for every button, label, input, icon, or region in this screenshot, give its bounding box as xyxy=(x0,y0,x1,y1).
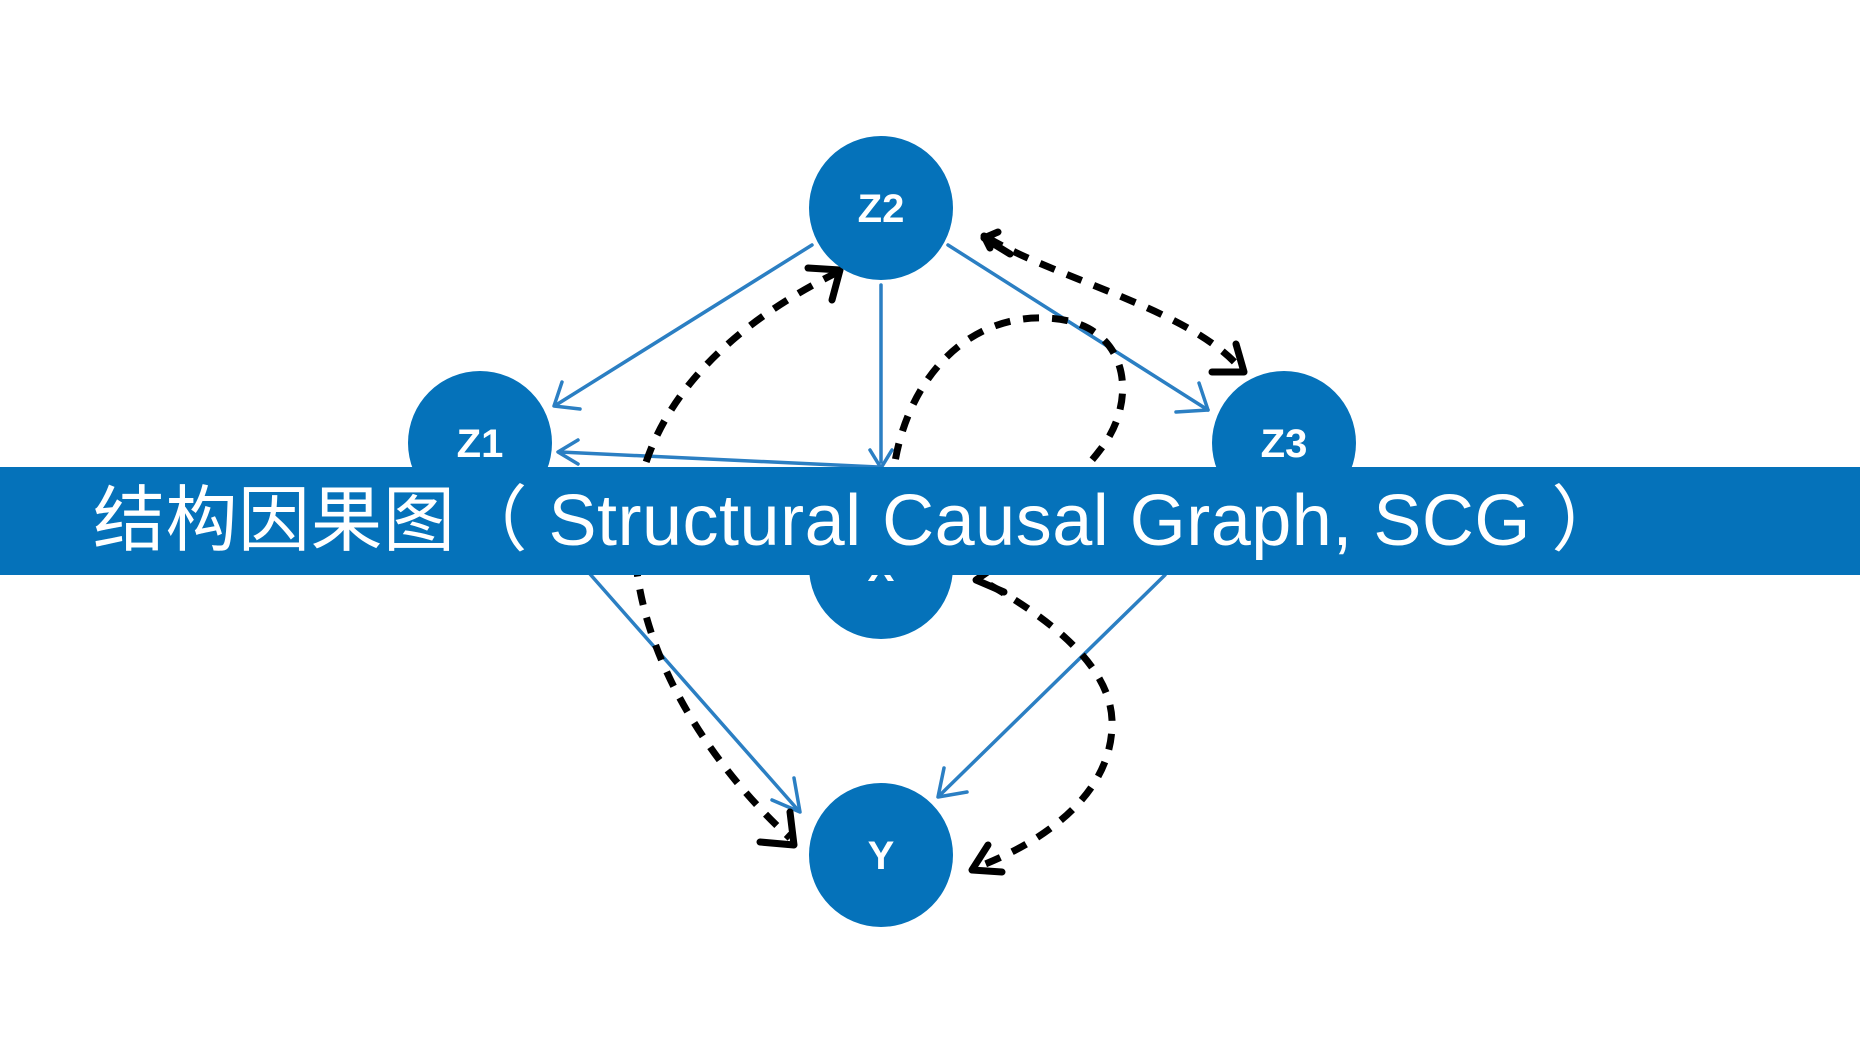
node-z1-label: Z1 xyxy=(457,422,504,466)
edge-x-to-z1 xyxy=(556,438,880,469)
edge-z2-to-x xyxy=(868,283,894,470)
edge-z2-to-z3 xyxy=(946,243,1210,414)
node-z3-label: Z3 xyxy=(1261,422,1308,466)
edge-z1-to-y xyxy=(558,538,802,814)
node-z2-label: Z2 xyxy=(858,187,905,231)
node-z2: Z2 xyxy=(809,136,953,280)
edge-z2-to-z1 xyxy=(552,243,814,411)
edge-z3-to-y xyxy=(936,573,1167,799)
directed-edges xyxy=(552,243,1210,814)
banner-title: 结构因果图（ Structural Causal Graph, SCG ） xyxy=(93,481,1624,561)
edge-x-y-bidirected xyxy=(968,558,1116,876)
title-banner: 结构因果图（ Structural Causal Graph, SCG ） xyxy=(0,467,1860,575)
node-y-label: Y xyxy=(868,834,895,878)
edge-z2-y-bidirected xyxy=(631,264,844,849)
bidirected-edges xyxy=(631,228,1248,876)
node-y: Y xyxy=(809,783,953,927)
